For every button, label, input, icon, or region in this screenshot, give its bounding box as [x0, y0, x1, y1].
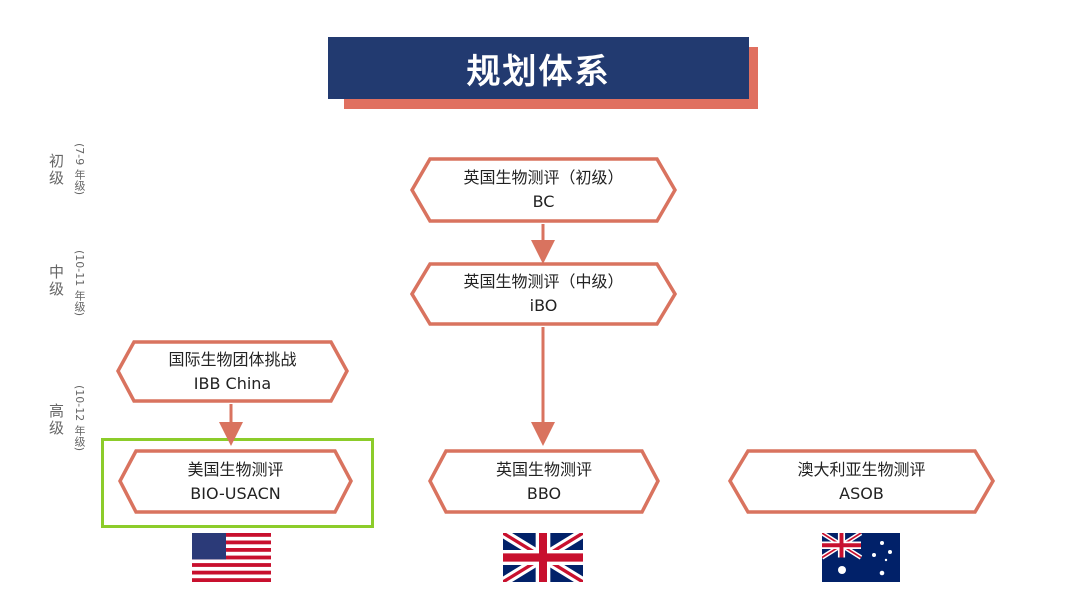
node-code: ASOB [839, 483, 884, 503]
level-name: 高级 [47, 403, 65, 437]
us-flag-icon [192, 533, 271, 582]
node-ibb[interactable]: 国际生物团体挑战 IBB China [116, 340, 349, 403]
node-asob[interactable]: 澳大利亚生物测评 ASOB [728, 449, 995, 514]
level-senior: 高级 (10-12 年级) [46, 385, 87, 451]
node-code: BIO-USACN [190, 483, 281, 503]
node-code: IBB China [193, 373, 272, 393]
uk-flag-icon [503, 533, 583, 582]
level-grades: (10-12 年级) [73, 385, 86, 452]
level-grades: (10-11 年级) [73, 250, 86, 317]
node-code: BBO [526, 483, 562, 503]
node-code: BC [532, 192, 555, 211]
level-junior: 初级 (7-9 年级) [46, 143, 87, 195]
level-name: 初级 [47, 153, 65, 187]
node-name: 澳大利亚生物测评 [797, 459, 926, 479]
level-middle: 中级 (10-11 年级) [46, 250, 87, 316]
node-bbo[interactable]: 英国生物测评 BBO [428, 449, 660, 514]
node-name: 美国生物测评 [187, 459, 284, 479]
node-name: 英国生物测评（初级） [463, 168, 624, 187]
node-bc[interactable]: 英国生物测评（初级） BC [410, 157, 677, 223]
node-name: 英国生物测评 [495, 459, 592, 479]
level-grades: (7-9 年级) [73, 143, 86, 196]
node-name: 英国生物测评（中级） [463, 272, 624, 291]
node-code: iBO [529, 296, 558, 315]
australia-flag-icon [822, 533, 900, 582]
node-name: 国际生物团体挑战 [168, 349, 297, 369]
page-title: 规划体系 [328, 37, 749, 99]
node-ibo[interactable]: 英国生物测评（中级） iBO [410, 262, 677, 326]
node-usacn[interactable]: 美国生物测评 BIO-USACN [118, 449, 353, 514]
level-name: 中级 [47, 264, 65, 298]
